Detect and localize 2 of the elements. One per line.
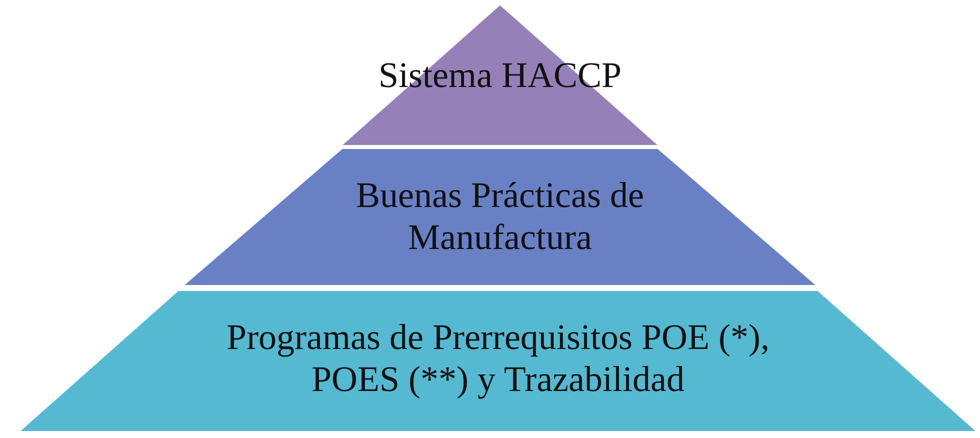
tier-label: Programas de Prerrequisitos POE (*), POES (**) y Trazabilidad <box>226 316 770 400</box>
tier-label: Buenas Prácticas de Manufactura <box>355 174 645 258</box>
